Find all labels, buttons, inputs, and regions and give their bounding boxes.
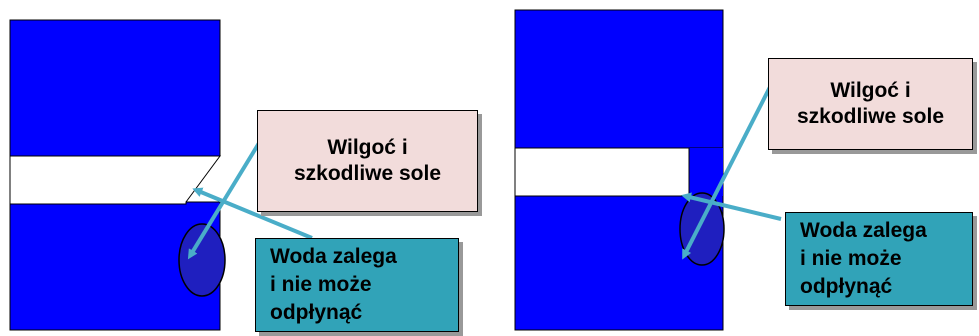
upper-wall-block (514, 9, 724, 149)
moisture-salts-label: Wilgoć i szkodliwe sole (257, 110, 478, 212)
water-arrow (192, 187, 313, 240)
standing-water-text: Woda zalega i nie może odpłynąć (270, 245, 397, 324)
moisture-arrow (187, 123, 272, 260)
panel-left: Wilgoć i szkodliwe sole Woda zalega i ni… (0, 0, 489, 336)
upper-wall-block (9, 19, 221, 157)
standing-water-text: Woda zalega i nie może odpłynąć (800, 219, 927, 298)
trapped-water (679, 192, 725, 266)
moisture-salts-label: Wilgoć i szkodliwe sole (768, 58, 973, 150)
standing-water-label: Woda zalega i nie może odpłynąć (255, 238, 459, 332)
panel-right: Wilgoć i szkodliwe sole Woda zalega i ni… (489, 0, 978, 336)
water-arrow (681, 192, 782, 221)
moisture-arrow (682, 84, 773, 260)
mortar-joint (9, 155, 221, 205)
moisture-salts-text: Wilgoć i szkodliwe sole (293, 136, 442, 185)
trapped-water (178, 223, 226, 297)
mortar-joint (514, 147, 690, 197)
wall-diagram-right (514, 9, 782, 331)
moisture-salts-text: Wilgoć i szkodliwe sole (796, 79, 945, 128)
wall-diagram-left (9, 19, 313, 331)
standing-water-label: Woda zalega i nie może odpłynąć (785, 212, 973, 306)
